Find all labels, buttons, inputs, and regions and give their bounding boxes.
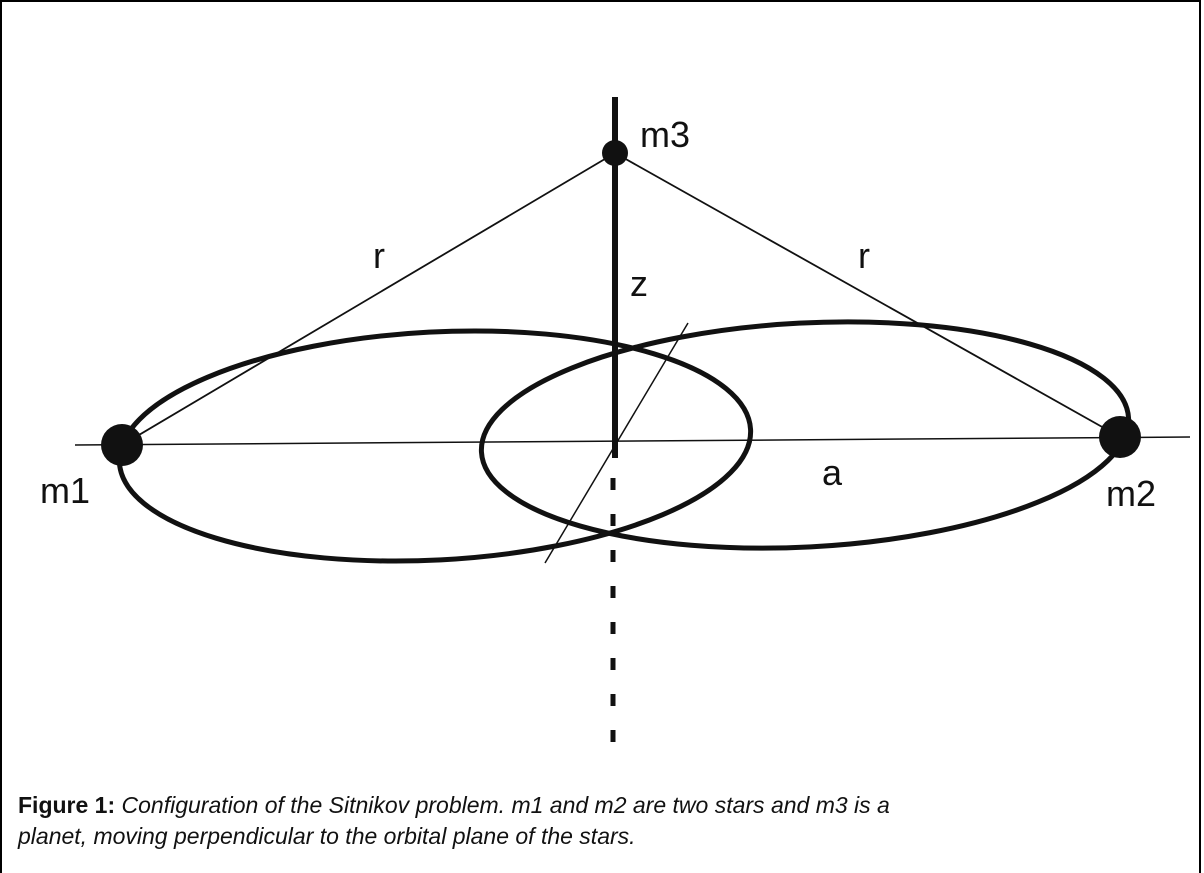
label-m3: m3 <box>640 114 690 155</box>
r-line-right <box>614 152 1121 438</box>
orbit-right <box>478 319 1132 551</box>
label-z: z <box>630 263 648 304</box>
m1-body <box>101 424 143 466</box>
m2-body <box>1099 416 1141 458</box>
orbit-left <box>116 328 754 564</box>
label-r-right: r <box>858 235 870 276</box>
r-line-left <box>121 152 616 446</box>
label-r-left: r <box>373 235 385 276</box>
caption-text-line2: planet, moving perpendicular to the orbi… <box>18 823 636 849</box>
m3-body <box>602 140 628 166</box>
caption-text-line1: Configuration of the Sitnikov problem. m… <box>121 792 890 818</box>
caption-prefix: Figure 1: <box>18 792 116 818</box>
figure-caption: Figure 1: Configuration of the Sitnikov … <box>18 790 1188 852</box>
horizontal-axis <box>74 436 1191 446</box>
label-m1: m1 <box>40 470 90 511</box>
label-m2: m2 <box>1106 473 1156 514</box>
label-a: a <box>822 452 843 493</box>
